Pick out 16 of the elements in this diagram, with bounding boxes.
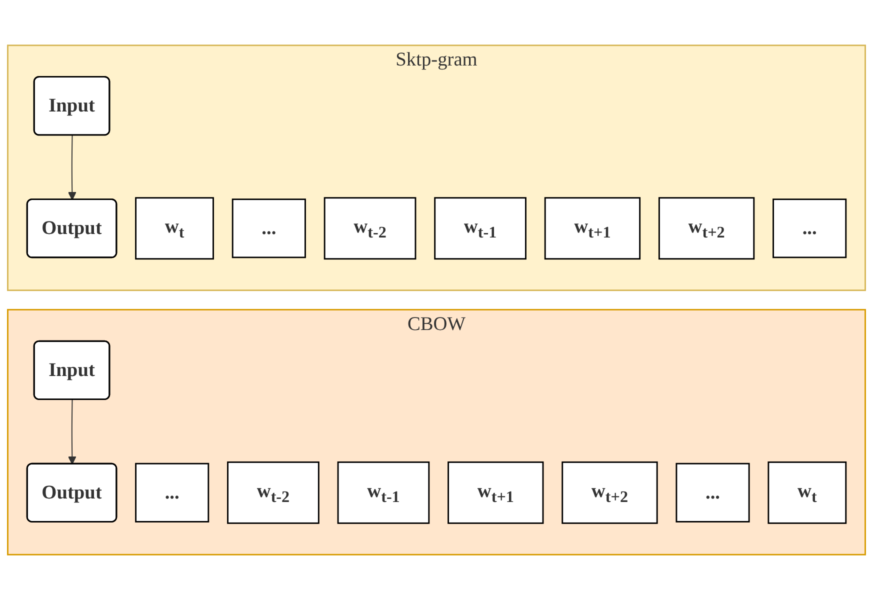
node-box: w$_{t}$ (135, 197, 214, 260)
node-box: w$_{t+2}$ (658, 197, 755, 260)
node-box: ... (135, 462, 210, 522)
node-box: w$_{t+2}$ (562, 461, 658, 524)
node-box: ... (232, 198, 306, 258)
node-box: w$_{t-2}$ (324, 197, 416, 260)
node-box: ... (676, 462, 750, 522)
node-box: w$_{t+1}$ (448, 461, 544, 524)
arrow (68, 134, 76, 200)
node-box: w$_{t-2}$ (227, 461, 320, 524)
node-box: w$_{t-1}$ (434, 197, 526, 260)
node-box: w$_{t}$ (768, 461, 847, 524)
node-box: w$_{t+1}$ (544, 197, 641, 260)
node-box: w$_{t-1}$ (337, 461, 430, 524)
arrow (68, 399, 76, 464)
node-box: ... (772, 198, 847, 258)
